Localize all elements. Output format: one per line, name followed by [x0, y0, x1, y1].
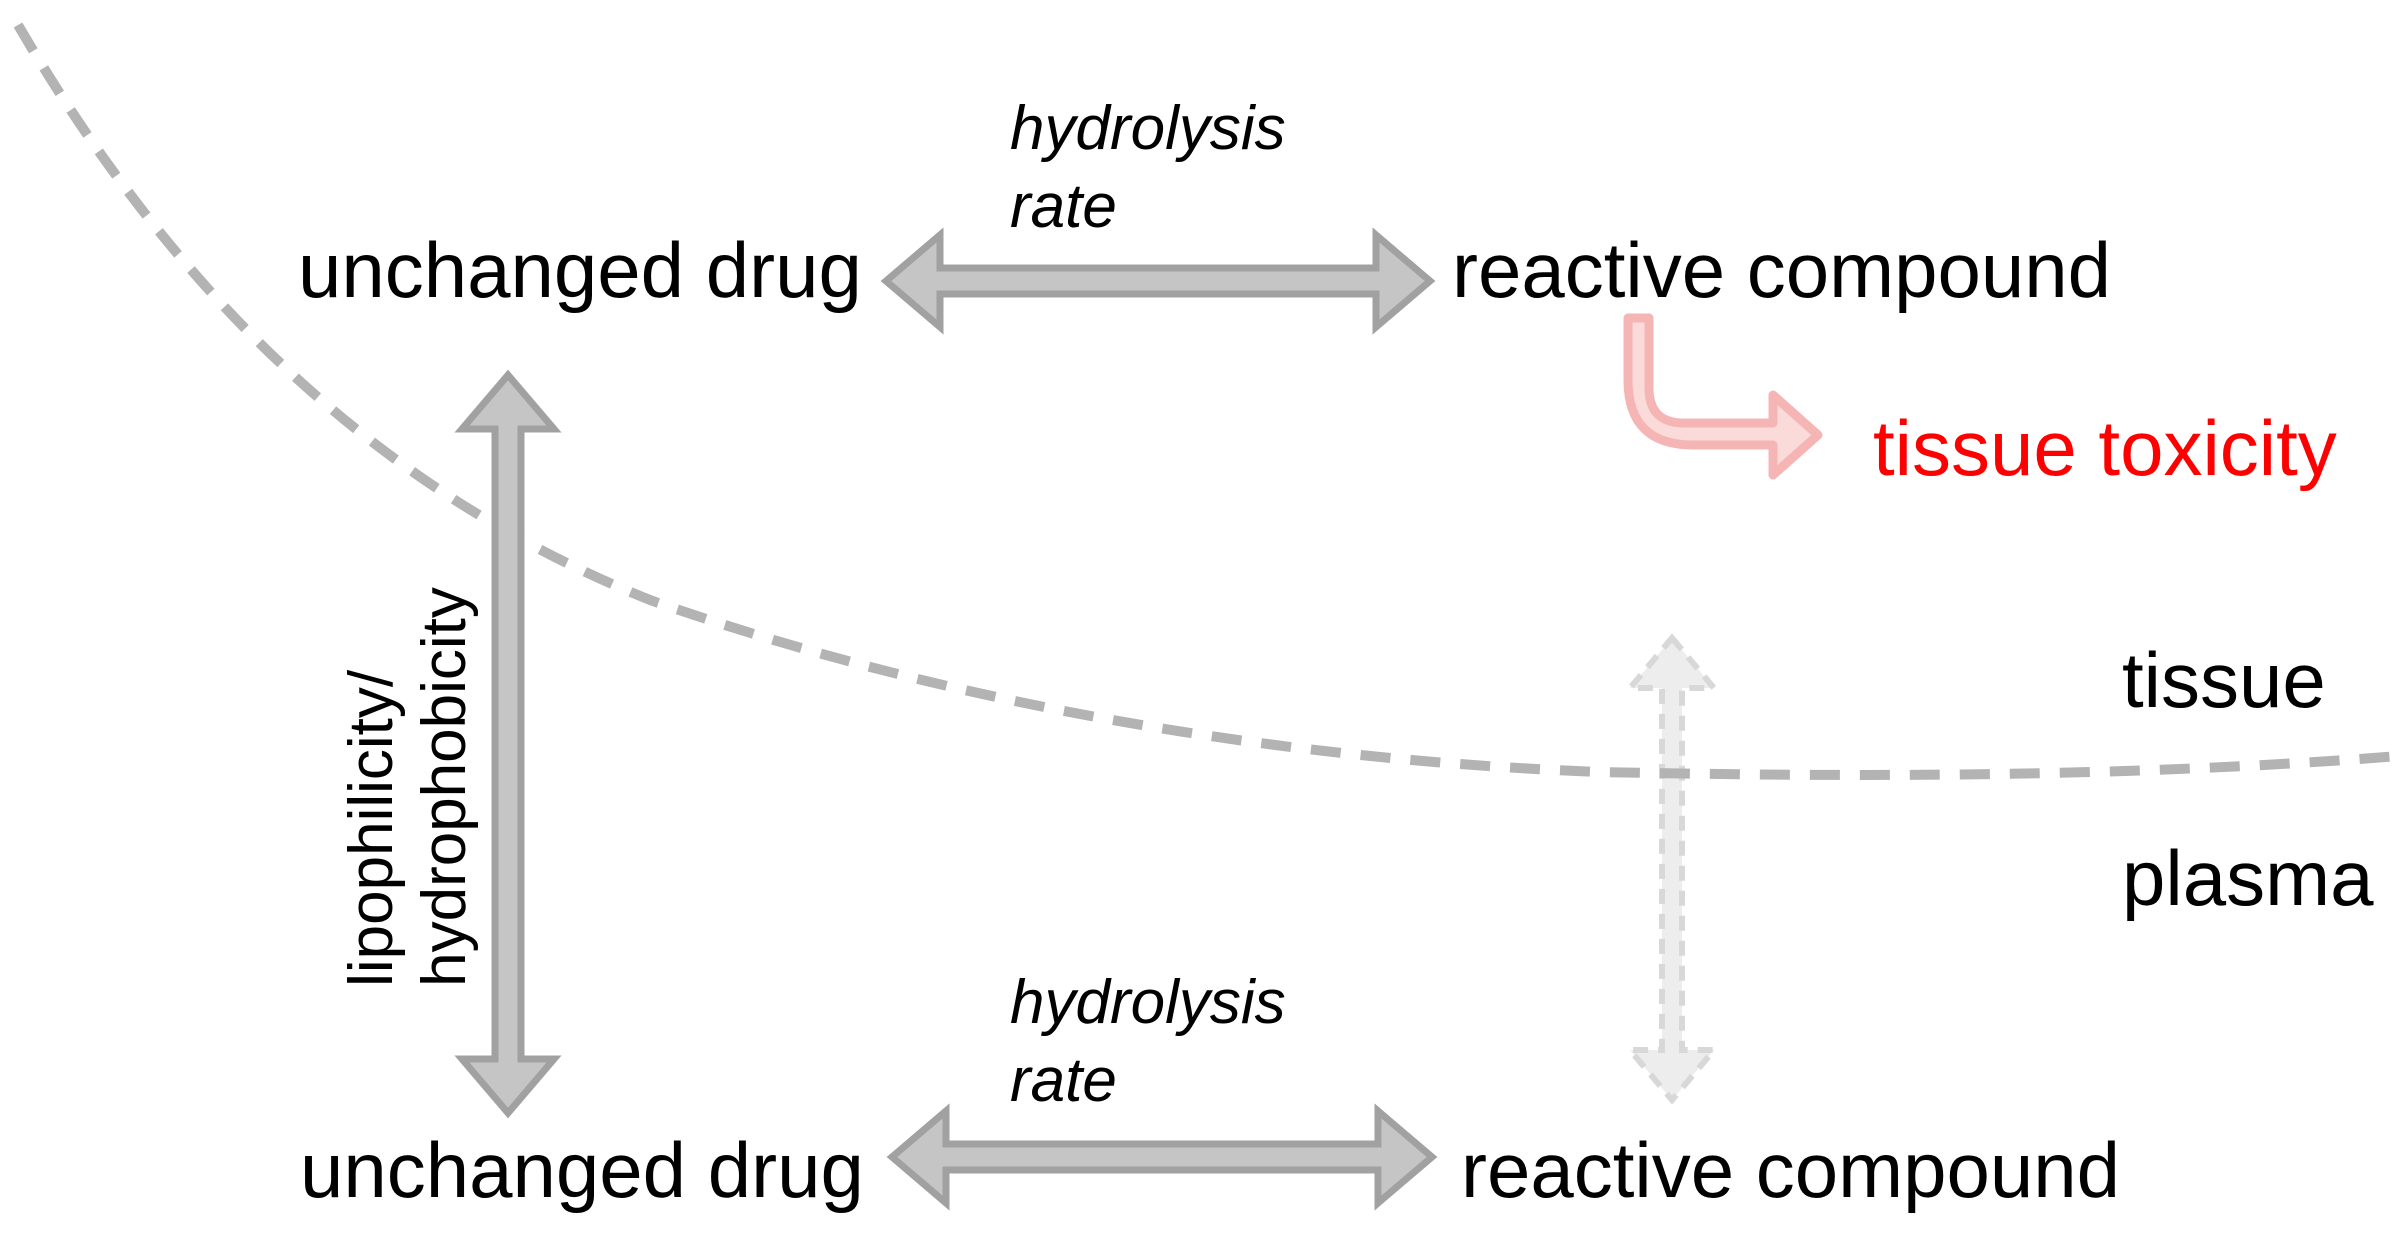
- tissue-plasma-boundary-curve: [13, 22, 2399, 780]
- plasma-compartment-label: plasma: [2122, 834, 2374, 922]
- plasma-hydrolysis-rate-line2: rate: [1010, 1046, 1117, 1115]
- partition-axis-label-line1: lipophilicity/: [337, 669, 406, 987]
- partition-axis-label: lipophilicity/ hydrophobicity: [335, 587, 481, 987]
- reactive-compound-partition-faded-double-arrow-icon: [1623, 633, 1721, 1105]
- tissue-hydrolysis-rate-line1: hydrolysis: [1010, 94, 1286, 163]
- tissue-unchanged-drug-label: unchanged drug: [298, 226, 862, 314]
- plasma-hydrolysis-rate-line1: hydrolysis: [1010, 968, 1286, 1037]
- partition-axis-label-line2: hydrophobicity: [410, 587, 479, 987]
- tissue-reactive-compound-label: reactive compound: [1452, 226, 2112, 314]
- tissue-hydrolysis-rate-line2: rate: [1010, 172, 1117, 241]
- tissue-hydrolysis-double-arrow-icon: [880, 227, 1436, 335]
- plasma-hydrolysis-double-arrow-icon: [886, 1103, 1438, 1211]
- tissue-hydrolysis-rate-label: hydrolysis rate: [1010, 90, 1286, 246]
- toxicity-elbow-arrow-icon: [1623, 313, 1823, 480]
- tissue-compartment-label: tissue: [2122, 636, 2326, 724]
- partition-double-arrow-icon: [454, 369, 562, 1119]
- plasma-hydrolysis-rate-label: hydrolysis rate: [1010, 964, 1286, 1120]
- plasma-reactive-compound-label: reactive compound: [1461, 1126, 2121, 1214]
- tissue-toxicity-label: tissue toxicity: [1873, 404, 2337, 492]
- plasma-unchanged-drug-label: unchanged drug: [300, 1126, 864, 1214]
